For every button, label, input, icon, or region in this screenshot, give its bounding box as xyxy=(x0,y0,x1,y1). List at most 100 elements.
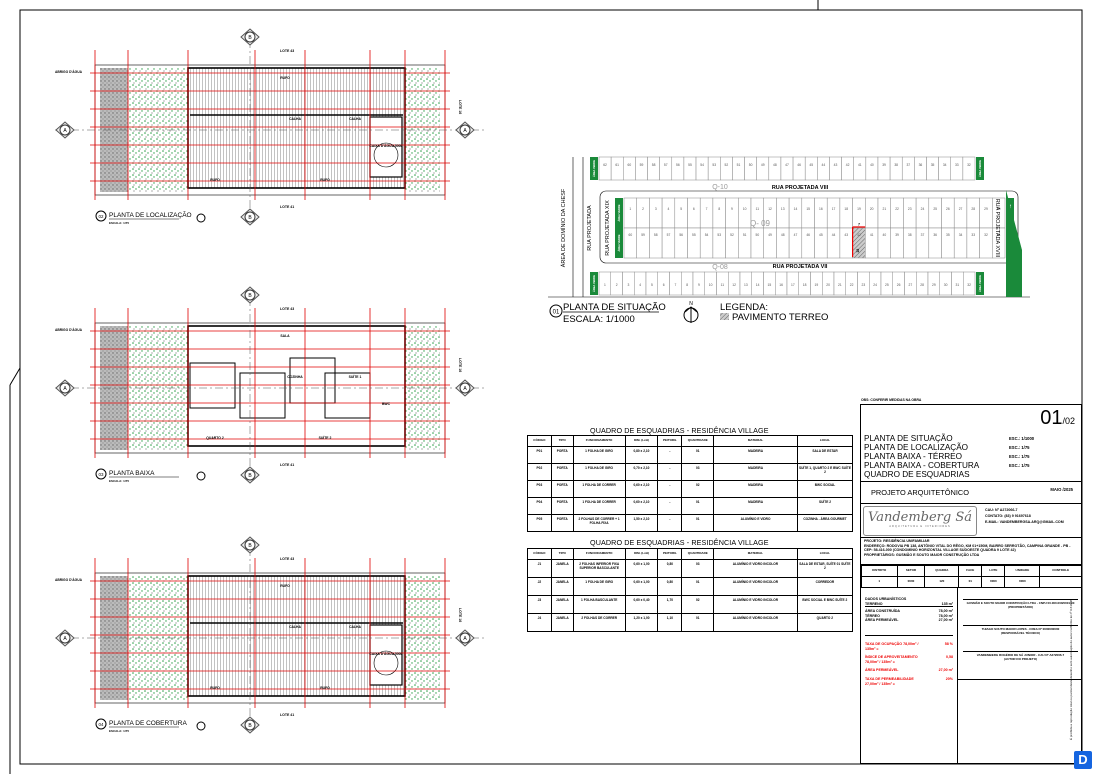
lot-number: 31 xyxy=(997,233,1001,237)
section-marker: B xyxy=(240,466,260,484)
signature-name: VANDEMBERG ROGÉRIO DE SÁ JUNIOR - CAU Nº… xyxy=(976,653,1065,657)
lot-number: 15 xyxy=(806,207,810,211)
app-logo-icon[interactable]: D xyxy=(1074,751,1092,769)
water-shelter-label: ABRIGO D'ÁGUA xyxy=(55,69,83,74)
lot-number: 37 xyxy=(906,163,910,167)
table-cell: P01 xyxy=(527,446,552,464)
urban-index: TAXA DE PERMEABILIDADE 27,00m² / 135m² =… xyxy=(865,677,953,686)
street-label: RUA PROJETADA XVIII xyxy=(994,199,1000,258)
lot xyxy=(636,197,650,229)
lot-number: 58 xyxy=(654,233,658,237)
table-cell: 1,70 xyxy=(657,595,683,614)
section-marker: A xyxy=(455,629,475,647)
lot xyxy=(788,197,803,229)
lot-number: 4 xyxy=(668,207,670,211)
frame-tick xyxy=(9,367,21,386)
building-outline xyxy=(187,325,406,447)
section-marker-circle xyxy=(244,719,256,731)
column-header: CÓDIGO xyxy=(527,435,552,447)
table-cell: - xyxy=(657,446,683,464)
column-header: LOCAL xyxy=(796,548,854,560)
lot xyxy=(780,156,794,181)
street-label: RUA PROJETADA VIII xyxy=(772,185,829,191)
lot xyxy=(889,156,903,181)
section-marker: B xyxy=(240,208,260,226)
lot-number: 35 xyxy=(946,233,950,237)
sheet-border xyxy=(19,9,1083,765)
label: B xyxy=(248,35,252,41)
index-value: 58 % xyxy=(944,641,953,646)
table-cell: P05 xyxy=(527,514,552,532)
lot xyxy=(841,156,854,181)
table-cell: 2 FOLHAS INFERIOR FIXA SUPERIOR BASCULAN… xyxy=(572,559,626,578)
section-marker-circle xyxy=(244,211,256,223)
lot-number: 36 xyxy=(919,163,923,167)
lot-number: 61 xyxy=(615,163,619,167)
table-cell: SALA DE ESTAR, SUÍTE 01 SUÍTE 2 xyxy=(796,559,854,578)
green-area xyxy=(590,272,598,295)
section-marker-circle xyxy=(459,382,471,394)
table-cell: ALUMÍNIO E VIDRO xyxy=(713,514,798,532)
cadastre-value: 120 xyxy=(924,576,960,588)
lot-number: 32 xyxy=(967,163,971,167)
cadastre-value: 0000 xyxy=(981,576,1006,588)
table-cell: 01 xyxy=(681,613,715,632)
lot-number: 19 xyxy=(857,207,861,211)
date: MAIO /2025 xyxy=(1050,487,1073,492)
street-label: RUA PROJETADA XIX xyxy=(605,200,611,256)
lot-number: 12 xyxy=(732,283,736,287)
green-area xyxy=(615,198,623,228)
table-cell: MADEIRA xyxy=(713,446,798,464)
lot xyxy=(623,197,637,229)
section-marker: A xyxy=(55,379,75,397)
lot-number: 40 xyxy=(883,233,887,237)
signature-role: (AUTOR DO PROJETO) xyxy=(1003,657,1038,661)
table-cell: - xyxy=(657,480,683,498)
logo-subtitle: ARQUITETURA E INTERIORES xyxy=(889,525,951,528)
lot-number: 59 xyxy=(641,233,645,237)
lot xyxy=(732,156,745,181)
lot-number: 50 xyxy=(756,233,760,237)
table-cell: SUÍTE 1, QUARTO 2 E BWC SUÍTE 2 xyxy=(796,463,854,481)
table-cell: JANELA xyxy=(550,559,574,578)
lot xyxy=(926,156,939,181)
water-tank xyxy=(373,142,399,168)
index-value: 0,58 xyxy=(946,655,953,660)
column-header: MATERIAL xyxy=(713,435,798,447)
lot-number: 7 xyxy=(674,283,676,287)
index-label: ÁREA PERMEÁVEL xyxy=(865,668,899,673)
table-cell: BWC SOCIAL xyxy=(796,480,854,498)
lot-number: 3 xyxy=(655,207,657,211)
urban-label: TERRENO xyxy=(865,601,883,606)
signature-line: VANDEMBERG ROGÉRIO DE SÁ JUNIOR - CAU Nº… xyxy=(963,651,1078,661)
table-cell: PORTA xyxy=(550,446,574,464)
table-cell: 01 xyxy=(681,446,715,464)
logo-text: Vandemberg Sá xyxy=(868,510,972,525)
lot-bottom-label: LOTE 41 xyxy=(280,205,294,209)
room-label: SALA xyxy=(280,334,290,338)
lot-number: 14 xyxy=(794,207,798,211)
lot-number: 6 xyxy=(693,207,695,211)
email: E-MAIL: VANDEMBERGSA.ARQ@GMAIL.COM xyxy=(985,520,1064,524)
drawing-name: PLANTA DE SITUAÇÃO xyxy=(864,434,953,443)
table-cell: P02 xyxy=(527,463,552,481)
lot-number: 52 xyxy=(730,233,734,237)
lot-number: 50 xyxy=(749,163,753,167)
room-label: CALHA xyxy=(289,625,301,629)
table-cell: 1,10 xyxy=(657,613,683,632)
lot-number: 17 xyxy=(791,283,795,287)
lot-bottom-label: LOTE 41 xyxy=(280,713,294,717)
lot-number: 30 xyxy=(997,207,1001,211)
section-marker-circle xyxy=(59,382,71,394)
section-marker-circle xyxy=(244,31,256,43)
urban-title: DADOS URBANÍSTICOS xyxy=(865,597,907,601)
sheet: 01 xyxy=(1040,407,1063,429)
lot-number: 17 xyxy=(832,207,836,211)
owners: PROPRIETÁRIOS: GUSMÃO E SOUTO MAIOR CONS… xyxy=(864,552,980,557)
